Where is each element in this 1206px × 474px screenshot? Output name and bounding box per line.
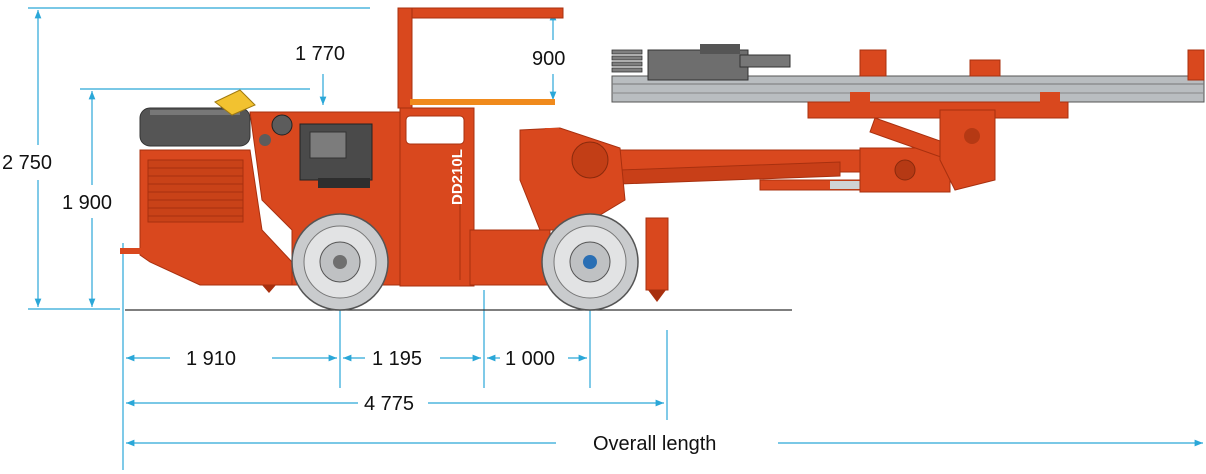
dim-front-overhang: 1 000 xyxy=(505,348,555,370)
dim-overall-length-label: Overall length xyxy=(593,433,716,455)
dim-rear-to-axle: 1 910 xyxy=(186,348,236,370)
dim-wheelbase: 1 195 xyxy=(372,348,422,370)
dim-canopy-width: 1 770 xyxy=(295,43,345,65)
front-wheel xyxy=(541,213,639,311)
model-label: DD210L xyxy=(449,149,466,205)
boom xyxy=(579,109,996,193)
dim-carrier-length: 4 775 xyxy=(364,393,414,415)
dim-overall-height: 2 750 xyxy=(2,152,52,174)
dim-canopy-height-offset: 900 xyxy=(532,48,565,70)
rear-wheel xyxy=(291,213,389,311)
drill-feed xyxy=(611,44,1205,119)
carrier: DD210L xyxy=(120,89,669,302)
canopy xyxy=(397,7,564,109)
dim-body-height: 1 900 xyxy=(62,192,112,214)
